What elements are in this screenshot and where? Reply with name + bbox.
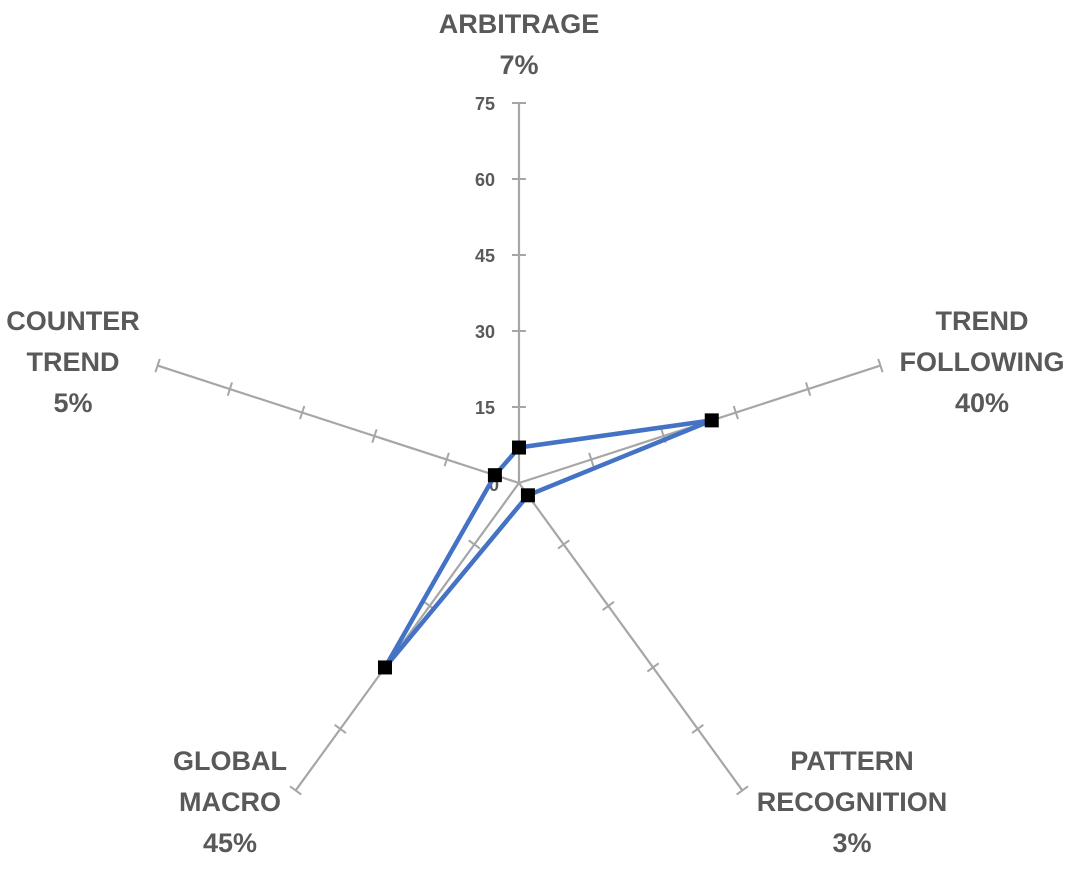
data-point-0-4 [487,468,502,483]
category-label-2: PATTERN RECOGNITION 3% [757,746,948,858]
category-name-4-0: COUNTER [6,306,140,336]
data-point-0-1 [704,413,719,428]
tick-mark-3-5 [289,785,302,796]
tick-mark-4-3 [299,405,306,420]
data-point-0-3 [377,660,392,675]
data-point-0-0 [512,440,526,455]
tick-mark-2-4 [691,724,704,734]
tick-mark-1-1 [588,452,595,467]
series-line-0 [382,418,714,670]
tick-mark-3-1 [468,539,481,550]
tick-labels: 0 15 30 45 60 75 [475,94,499,495]
data-markers [377,413,719,675]
category-percent-4: 5% [53,388,92,418]
category-label-3: GLOBAL MACRO 45% [173,746,287,858]
category-name-3-0: GLOBAL [173,746,287,776]
category-name-0-0: ARBITRAGE [439,9,600,39]
axis-line-3 [294,482,520,792]
category-name-2-0: PATTERN [790,746,914,776]
tick-mark-2-1 [557,539,570,550]
category-label-1: TREND FOLLOWING 40% [900,306,1065,418]
tick-mark-3-4 [334,724,347,734]
category-percent-1: 40% [955,388,1009,418]
category-labels: ARBITRAGE 7% TREND FOLLOWING 40% PATTERN RECOG… [6,9,1064,858]
tick-mark-4-2 [371,429,378,443]
tick-mark-4-5 [154,358,161,373]
category-name-1-1: FOLLOWING [900,347,1065,377]
category-label-0: ARBITRAGE 7% [439,9,600,80]
category-name-3-1: MACRO [179,787,281,817]
tick-mark-1-4 [805,382,812,397]
category-percent-2: 3% [832,828,871,858]
tick-mark-4-4 [226,382,233,397]
category-name-4-1: TREND [27,347,120,377]
axis-lines [157,103,881,792]
axis-line-2 [518,482,744,792]
category-name-1-0: TREND [936,306,1029,336]
category-percent-3: 45% [203,828,257,858]
data-point-0-2 [520,488,535,503]
tick-label-5: 75 [475,94,495,114]
tick-label-3: 45 [475,246,495,266]
category-label-4: COUNTER TREND 5% [6,306,140,418]
tick-mark-2-3 [646,662,660,673]
tick-label-1: 15 [475,398,495,418]
data-series [382,418,714,670]
tick-label-0: 0 [489,475,499,495]
tick-mark-1-5 [877,358,884,373]
category-name-2-1: RECOGNITION [757,787,948,817]
tick-mark-4-1 [443,452,450,467]
tick-mark-2-2 [602,601,615,611]
tick-label-4: 60 [475,170,495,190]
tick-mark-2-5 [736,785,749,796]
tick-label-2: 30 [475,322,495,342]
category-percent-0: 7% [499,50,538,80]
axis-line-4 [157,364,520,485]
tick-mark-1-3 [732,405,739,420]
